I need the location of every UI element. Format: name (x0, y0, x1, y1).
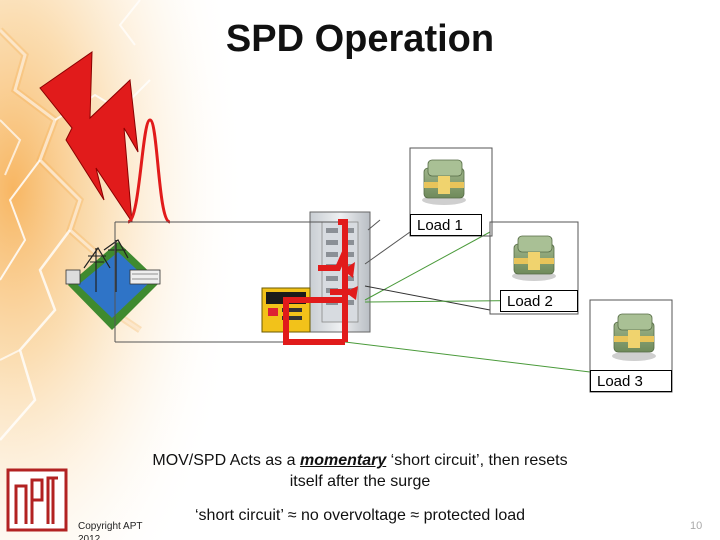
load-1-label: Load 1 (410, 214, 482, 236)
load-3-frame (589, 299, 673, 393)
money-stack-icon (612, 313, 656, 361)
load-3-label: Load 3 (590, 370, 672, 392)
surge-arrowheads (343, 262, 358, 300)
caption-part-1: MOV/SPD Acts as a (152, 452, 300, 469)
page-title: SPD Operation (225, 18, 495, 60)
money-stack-icon (512, 235, 556, 281)
caption-part-2: ‘short circuit’, then resets itself afte… (289, 452, 568, 490)
caption-short-circuit: ‘short circuit’ ≈ no overvoltage ≈ prote… (194, 507, 526, 524)
copyright-text: Copyright APT 2012 (78, 521, 143, 540)
caption-mov-spd: MOV/SPD Acts as a momentary ‘short circu… (150, 450, 570, 492)
money-stack-icon (422, 159, 466, 205)
surge-waveform (127, 118, 171, 224)
load-2-frame (489, 221, 579, 315)
utility-substation-icon (65, 239, 161, 330)
load-2-label: Load 2 (500, 290, 578, 312)
electrical-panel (309, 211, 371, 333)
page-number: 10 (690, 520, 703, 532)
surge-path (283, 219, 350, 345)
load-1-frame (409, 147, 493, 237)
apt-logo: apt (6, 468, 68, 532)
red-lightning-bolt-icon (39, 51, 139, 223)
caption-emphasis: momentary (299, 452, 387, 469)
